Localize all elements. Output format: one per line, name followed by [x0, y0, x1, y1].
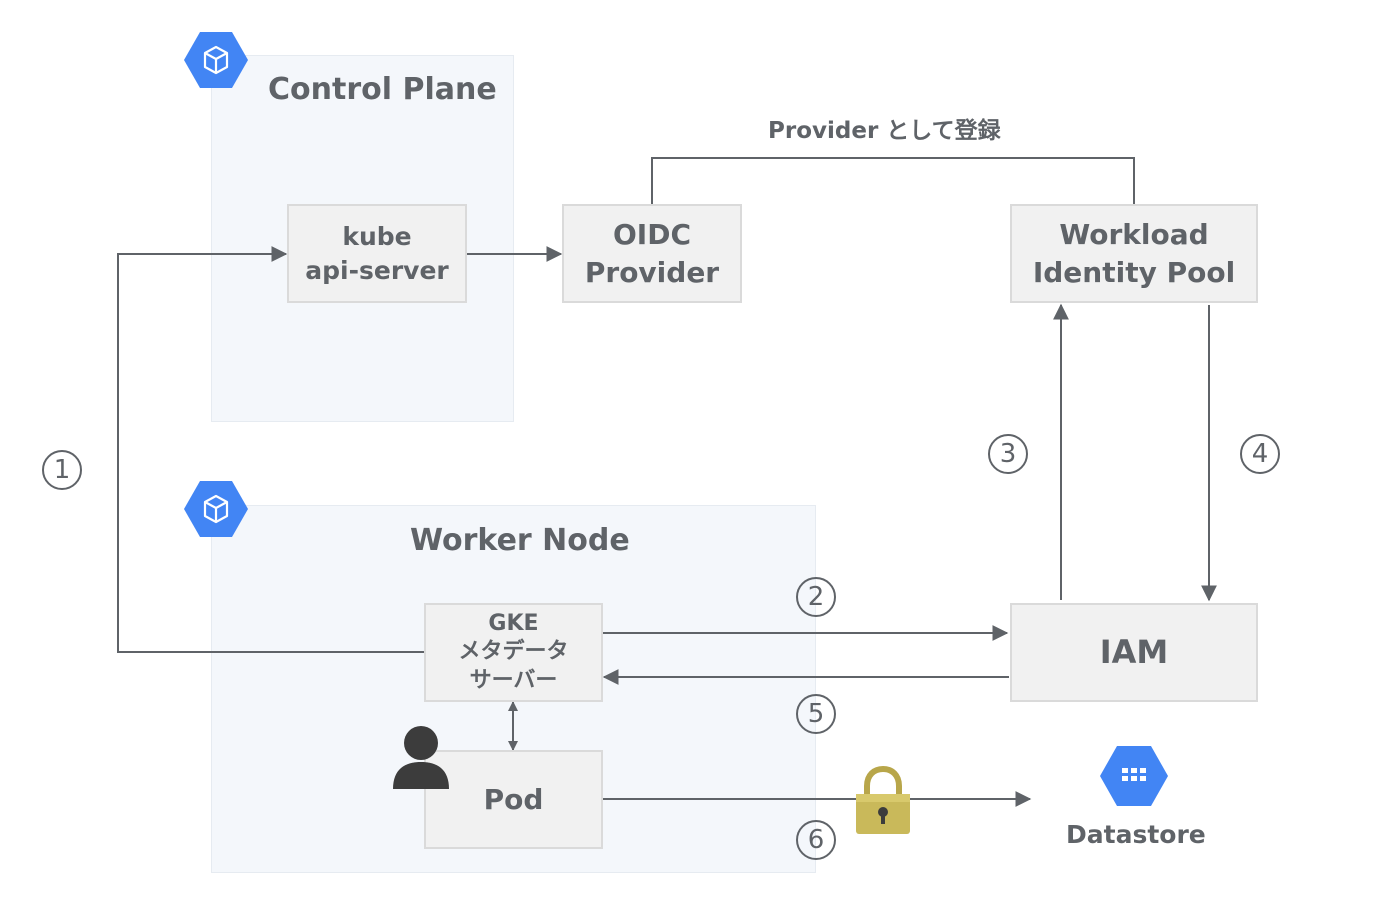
workload-identity-pool-line-1: Workload [1059, 217, 1209, 251]
kube-api-server-line-1: kube [342, 221, 412, 251]
provider-registration-label: Provider として登録 [768, 118, 1001, 144]
step-3-marker: 3 [988, 434, 1028, 474]
oidc-provider-line-2: Provider [584, 255, 720, 289]
gke-metadata-server-line-3: サーバー [469, 667, 558, 693]
pod-box: Pod [424, 750, 603, 849]
step-1-marker: 1 [42, 450, 82, 490]
gke-icon-control-plane [184, 32, 248, 88]
oidc-provider-line-1: OIDC [612, 217, 691, 251]
step-2-marker: 2 [796, 577, 836, 617]
pod-label: Pod [483, 782, 544, 816]
kube-api-server-box: kube api-server [287, 204, 467, 303]
iam-label: IAM [1099, 632, 1169, 671]
gke-metadata-server-line-2: メタデータ [458, 639, 569, 665]
step-6-marker: 6 [796, 820, 836, 860]
lock-icon [856, 766, 910, 834]
arrow-step-1 [117, 246, 424, 653]
workload-identity-pool-line-2: Identity Pool [1032, 255, 1236, 289]
datastore-icon [1100, 746, 1168, 806]
line-provider-registration [651, 157, 1135, 205]
gke-metadata-server-box: GKE メタデータ サーバー [424, 603, 603, 702]
step-5-marker: 5 [796, 694, 836, 734]
workload-identity-pool-box: Workload Identity Pool [1010, 204, 1258, 303]
datastore-label: Datastore [1066, 820, 1206, 849]
gke-metadata-server-line-1: GKE [488, 610, 539, 636]
oidc-provider-box: OIDC Provider [562, 204, 742, 303]
gke-icon-worker-node [184, 481, 248, 537]
control-plane-title: Control Plane [268, 72, 497, 107]
iam-box: IAM [1010, 603, 1258, 702]
worker-node-title: Worker Node [410, 523, 630, 558]
step-4-marker: 4 [1240, 434, 1280, 474]
kube-api-server-line-2: api-server [305, 255, 449, 285]
user-icon [393, 726, 449, 789]
